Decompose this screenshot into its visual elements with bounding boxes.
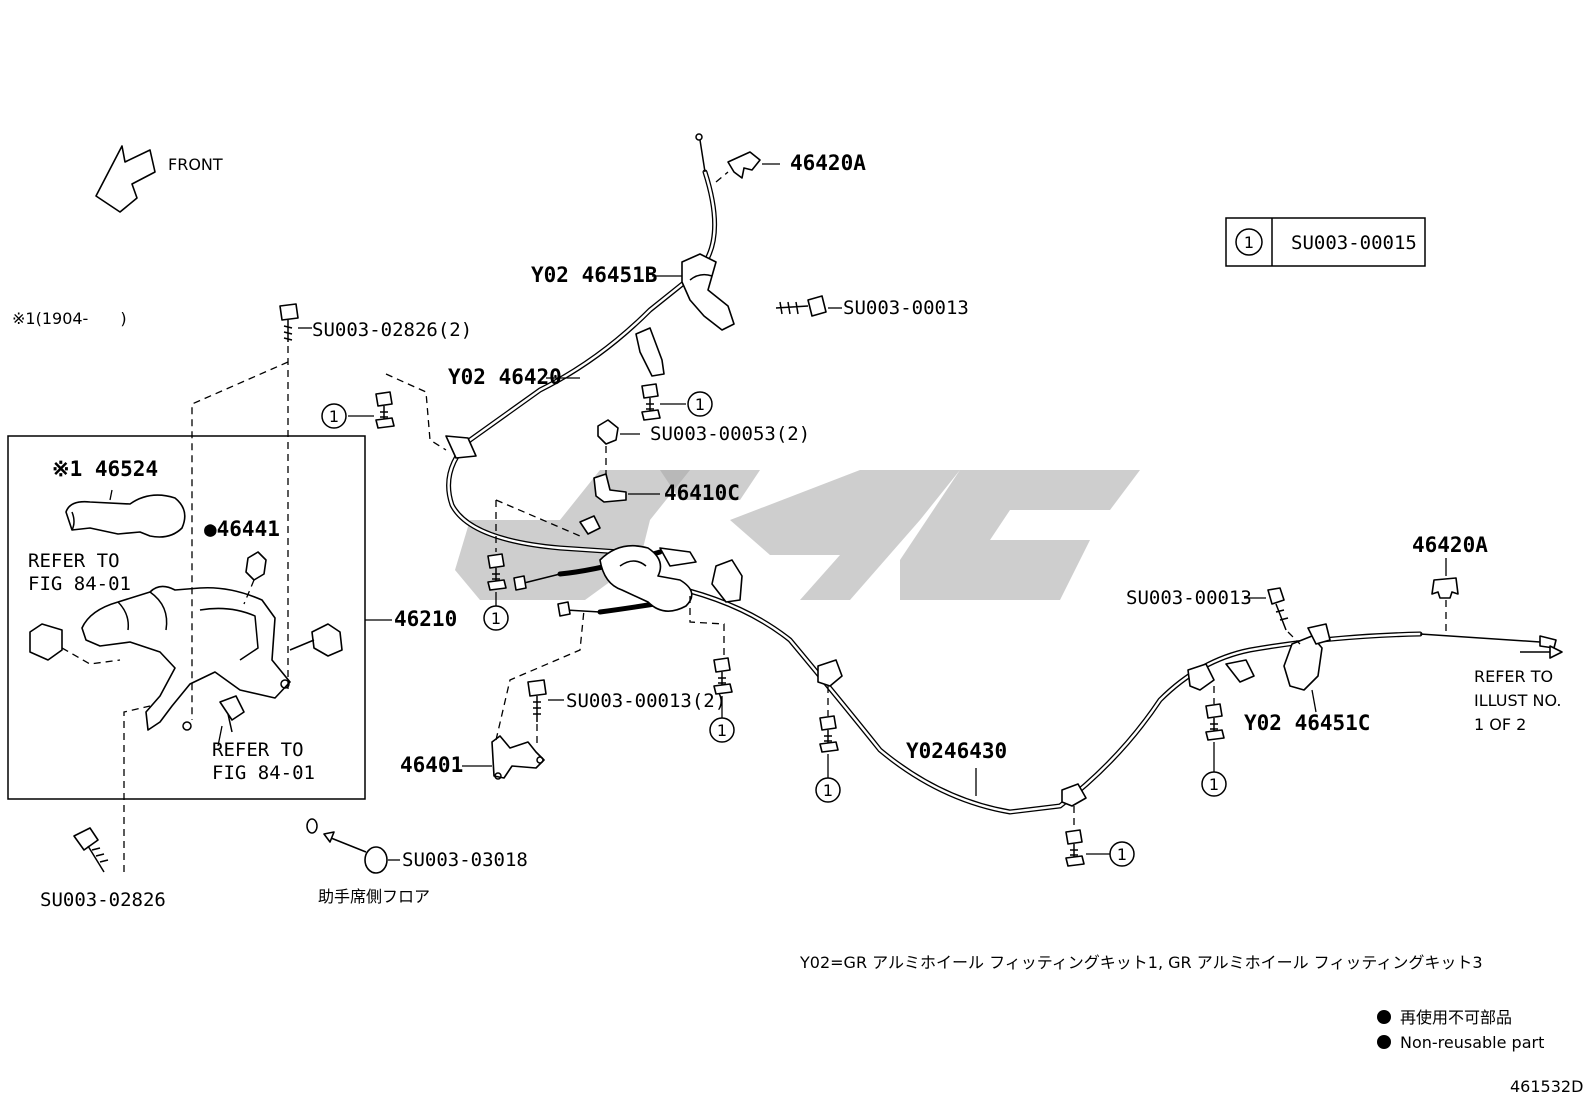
label-su00053-2: SU003-00053(2) [650,423,810,445]
label-su00013-top: SU003-00013 [843,297,969,319]
grommet-part [364,846,388,874]
label-refer-2b: FIG 84-01 [212,762,315,784]
model-date-note: ※1(1904- ) [12,309,127,328]
lock-nut-part [245,551,267,581]
nut-su00053 [597,419,619,445]
arrow-head-icon [323,831,335,843]
label-refer-1a: REFER TO [28,550,120,572]
watermark-logo [455,470,1140,600]
footnote-y02: Y02=GR アルミホイール フィッティングキット1, GR アルミホイール フ… [799,953,1483,972]
label-46420A-right: 46420A [1412,533,1488,557]
bolt-ref-c [487,553,507,591]
label-46524: ※1 46524 [52,457,158,481]
label-refer-3a: REFER TO [1474,667,1553,686]
non-reusable-dot-icon [1377,1010,1391,1024]
bolt-su00013-top [775,295,827,317]
bolt-ref-g [1205,703,1225,741]
svg-text:1: 1 [491,609,501,628]
key-non-reusable-jp: 再使用不可部品 [1400,1008,1512,1027]
parking-brake-lever-part [81,585,291,731]
key-non-reusable-en: Non-reusable part [1400,1033,1544,1052]
refer-arrow-icon [1549,645,1563,659]
label-su02826-2: SU003-02826(2) [312,319,472,341]
circled-ref-1c [483,605,509,631]
label-46401: 46401 [400,753,463,777]
label-46420A-top: 46420A [790,151,866,175]
cable-guide-46401 [491,735,545,779]
circled-ref-1a [687,391,713,417]
bolt-top-left [279,303,299,342]
label-refer-3c: 1 OF 2 [1474,715,1526,734]
front-arrow-icon [95,145,156,213]
cable-clamp-46451b [681,253,735,331]
bolt-ref-b [375,391,395,429]
label-refer-2a: REFER TO [212,739,304,761]
front-label: FRONT [168,155,223,174]
lever-assembly-frame [7,435,366,800]
bolt-bottom-left [73,827,109,873]
svg-text:1: 1 [717,721,727,740]
svg-text:1: 1 [823,781,833,800]
non-reusable-dot-icon-2 [1377,1035,1391,1049]
svg-text:1: 1 [695,395,705,414]
lever-bolt-part [219,695,245,721]
label-refer-1b: FIG 84-01 [28,573,131,595]
bolt-ref-a [641,383,661,421]
bolt-su00013-2 [527,679,547,722]
circled-ref-1e [815,777,841,803]
equalizer-part [599,544,693,612]
cable-clip-right [1431,577,1459,599]
label-su00013-right: SU003-00013 [1126,587,1252,609]
switch-part [29,623,63,661]
label-passenger-floor: 助手席側フロア [318,887,430,906]
label-46420: Y02 46420 [448,365,562,389]
label-su00013-2: SU003-00013(2) [566,690,726,712]
cable-bracket-46410c [593,473,627,503]
label-46451C: Y02 46451C [1244,711,1370,735]
circled-ref-1b [321,403,347,429]
small-grommet-part [306,818,318,834]
lever-cover-part [65,494,186,538]
label-46441: ●46441 [204,517,280,541]
rear-cable-part [657,581,1423,815]
label-46430: Y0246430 [906,739,1007,763]
bolt-su00013-right [1267,587,1289,631]
legend-box: 1 SU003-00015 [1225,217,1426,267]
bolt-ref-e [819,715,839,753]
cable-clip-top [727,151,761,179]
bolt-ref-d [713,657,733,695]
label-46451B: Y02 46451B [531,263,657,287]
label-su02826: SU003-02826 [40,889,166,911]
legend-code: SU003-00015 [1291,232,1417,254]
bolt-ref-f [1065,829,1085,867]
cable-connector-part [311,623,343,657]
circled-ref-1g [1201,771,1227,797]
svg-text:1: 1 [1117,845,1127,864]
circled-ref-1d [709,717,735,743]
label-46410C: 46410C [664,481,740,505]
label-su03018: SU003-03018 [402,849,528,871]
svg-text:1: 1 [1209,775,1219,794]
circled-ref-1f [1109,841,1135,867]
cable-end-part [1539,635,1557,649]
label-46210: 46210 [394,607,457,631]
svg-text:1: 1 [329,407,339,426]
label-refer-3b: ILLUST NO. [1474,691,1561,710]
legend-symbol: 1 [1244,233,1254,252]
figure-number: 461532D [1510,1077,1583,1096]
